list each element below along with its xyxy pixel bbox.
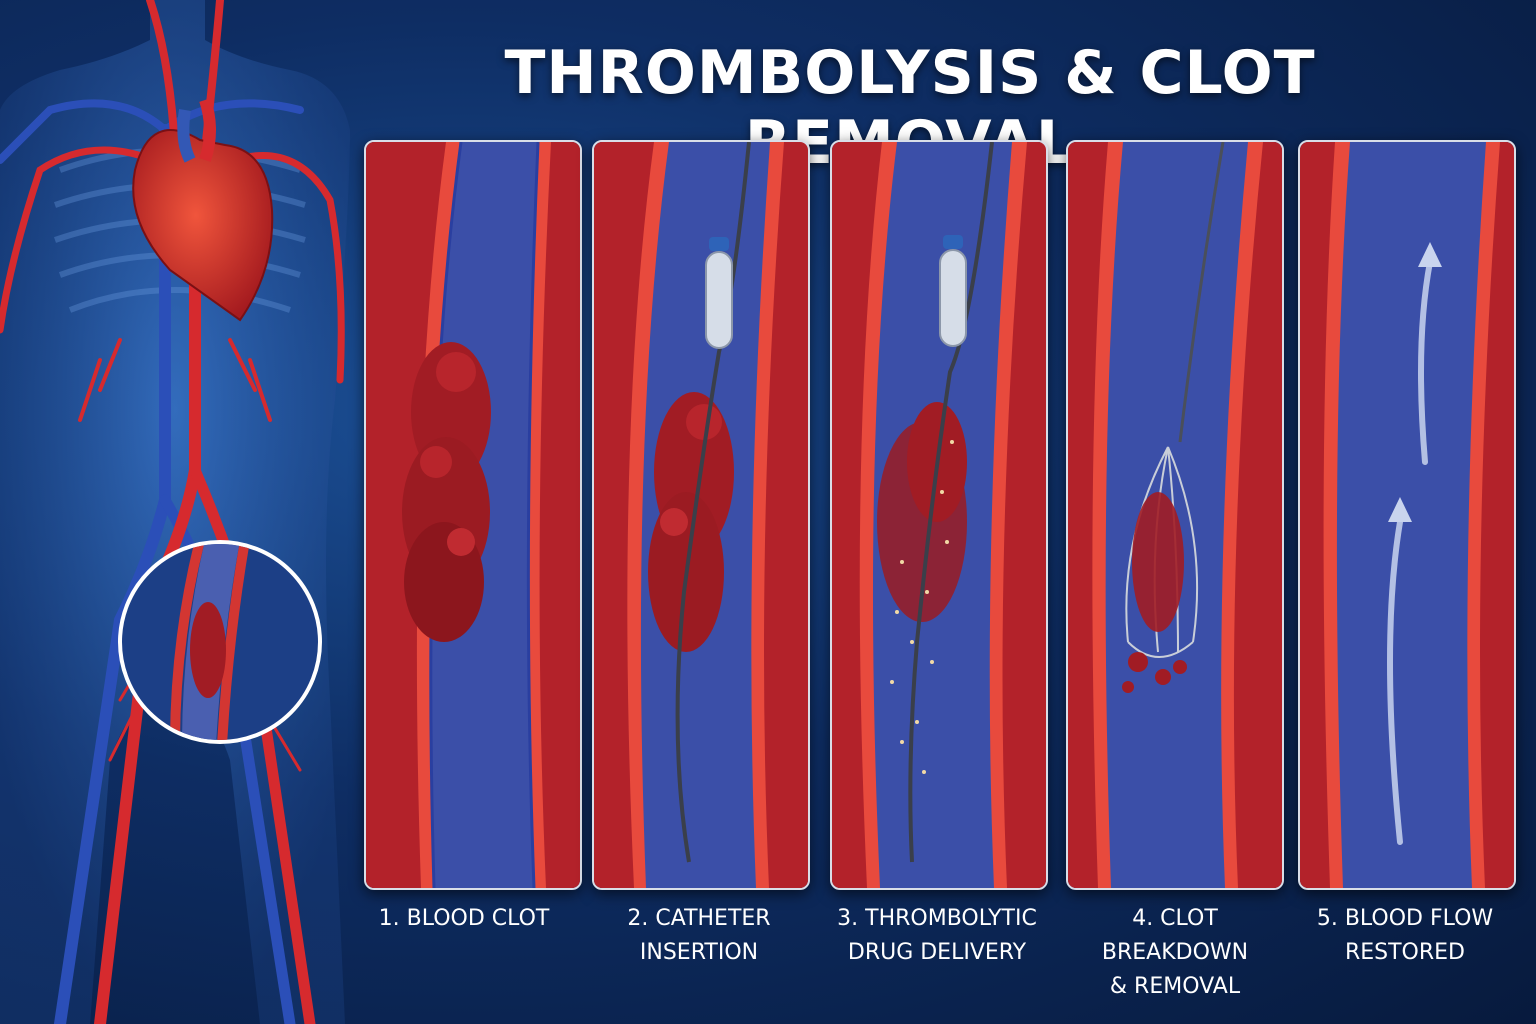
human-body-illustration	[0, 0, 350, 1024]
caption-line: 5. BLOOD FLOW	[1316, 906, 1494, 931]
caption-line: INSERTION	[639, 940, 759, 965]
caption-line: 1. BLOOD CLOT	[378, 906, 550, 931]
drug-particles-icon	[890, 440, 954, 774]
caption-line: 2. CATHETER	[627, 906, 771, 931]
panel-clot-removal	[1066, 140, 1284, 890]
caption-step-1: 1. BLOOD CLOT	[349, 902, 579, 936]
caption-line: RESTORED	[1344, 940, 1466, 965]
flow-arrow-icon	[1387, 259, 1433, 845]
catheter-icon	[908, 142, 994, 863]
dissolving-clot-icon	[877, 402, 967, 622]
caption-step-3: 3. THROMBOLYTIC DRUG DELIVERY	[822, 902, 1052, 970]
caption-line: 4. CLOT BREAKDOWN	[1101, 906, 1249, 965]
panel-blood-clot	[364, 140, 582, 890]
clot-fragments-icon	[1122, 492, 1187, 693]
caption-line: 3. THROMBOLYTIC	[837, 906, 1037, 931]
panel-catheter-insertion	[592, 140, 810, 890]
heart-icon	[132, 129, 274, 322]
caption-step-4: 4. CLOT BREAKDOWN & REMOVAL	[1060, 902, 1290, 1004]
magnified-clot-inset	[118, 540, 322, 744]
blood-clot-icon	[402, 342, 491, 642]
caption-line: DRUG DELIVERY	[847, 940, 1027, 965]
panel-drug-delivery	[830, 140, 1048, 890]
caption-line: & REMOVAL	[1109, 974, 1241, 999]
caption-step-5: 5. BLOOD FLOW RESTORED	[1290, 902, 1520, 970]
panel-flow-restored	[1298, 140, 1516, 890]
blood-clot-icon	[648, 392, 734, 652]
caption-step-2: 2. CATHETER INSERTION	[584, 902, 814, 970]
